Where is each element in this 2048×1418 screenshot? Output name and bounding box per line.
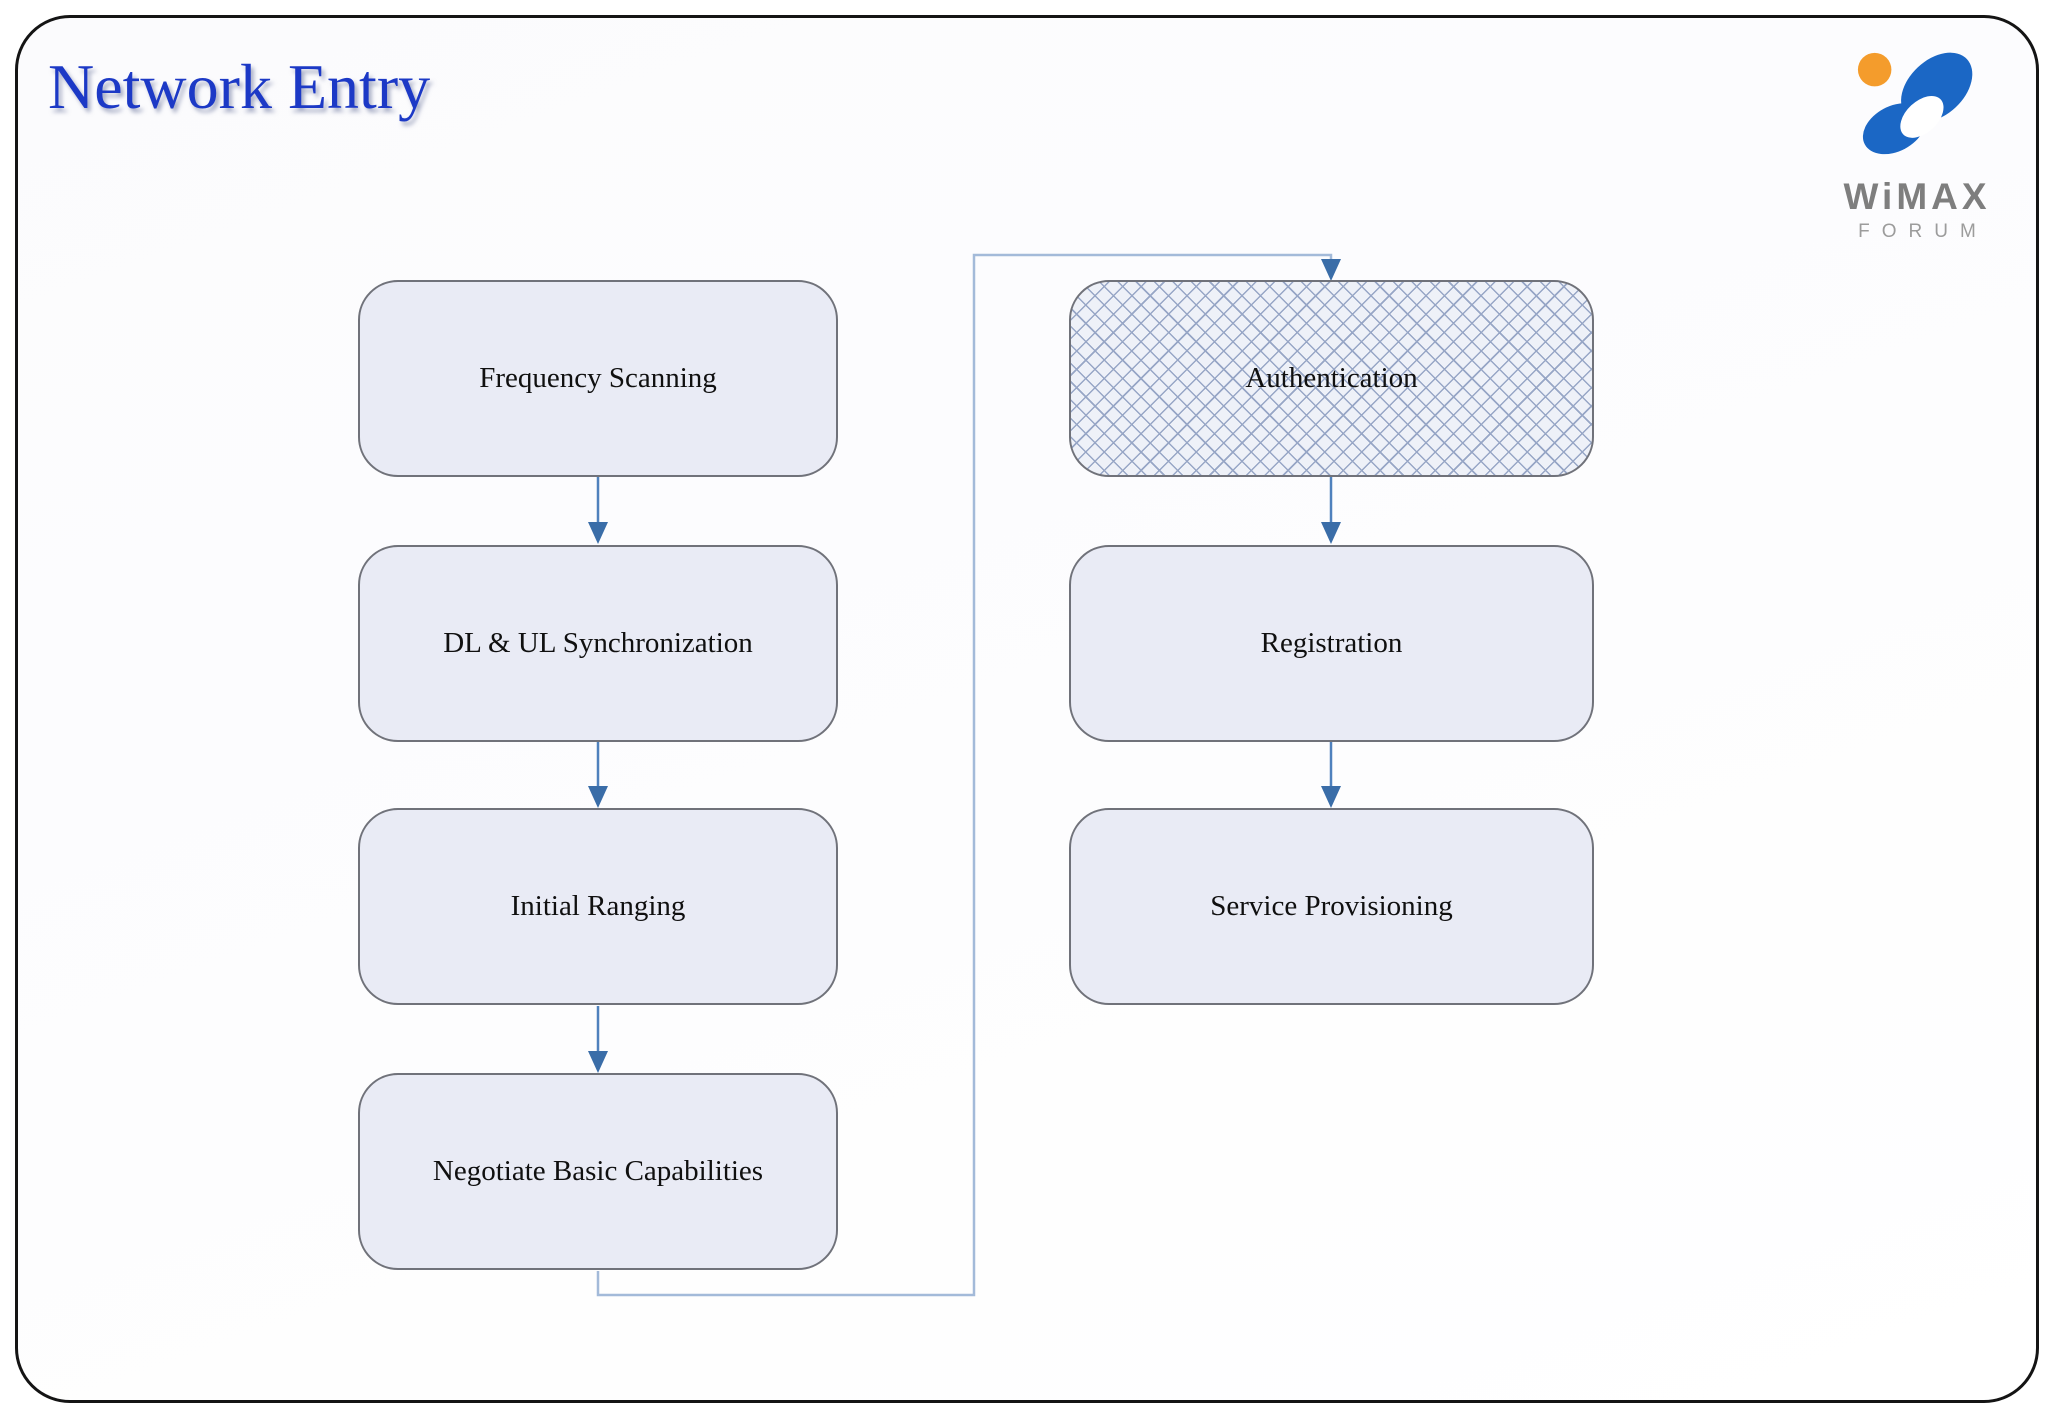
page-title: Network Entry [48, 51, 431, 122]
arrowhead-icon [1321, 786, 1341, 808]
arrowhead-icon [1321, 259, 1341, 281]
flow-box-frequency-scanning: Frequency Scanning [358, 280, 838, 477]
flow-box-label: Negotiate Basic Capabilities [432, 1155, 764, 1187]
flow-box-authentication: Authentication [1069, 280, 1594, 477]
wimax-butterfly-mark-icon [1857, 52, 1973, 155]
flow-box-negotiate-basic-capabilities: Negotiate Basic Capabilities [358, 1073, 838, 1270]
flow-box-label: DL & UL Synchronization [443, 627, 753, 659]
flow-box-dl-ul-synchronization: DL & UL Synchronization [358, 545, 838, 742]
slide-frame: Network Entry WiMAX FORUM [15, 15, 2039, 1403]
flow-box-label: Frequency Scanning [479, 362, 717, 394]
flow-connectors [588, 253, 1341, 1297]
logo-subbrand-text: FORUM [1858, 221, 1988, 242]
flow-box-label: Service Provisioning [1210, 890, 1453, 922]
wimax-forum-logo: WiMAX FORUM [1806, 46, 2028, 243]
flow-box-registration: Registration [1069, 545, 1594, 742]
flow-box-label: Initial Ranging [510, 890, 686, 922]
logo-brand-text: WiMAX [1843, 176, 1991, 217]
flow-box-initial-ranging: Initial Ranging [358, 808, 838, 1005]
flow-box-service-provisioning: Service Provisioning [1069, 808, 1594, 1005]
flow-box-label: Registration [1260, 627, 1403, 659]
arrowhead-icon [588, 522, 608, 544]
flow-box-label: Authentication [1245, 362, 1418, 394]
arrowhead-icon [588, 786, 608, 808]
arrowhead-icon [588, 1051, 608, 1073]
arrowhead-icon [1321, 522, 1341, 544]
